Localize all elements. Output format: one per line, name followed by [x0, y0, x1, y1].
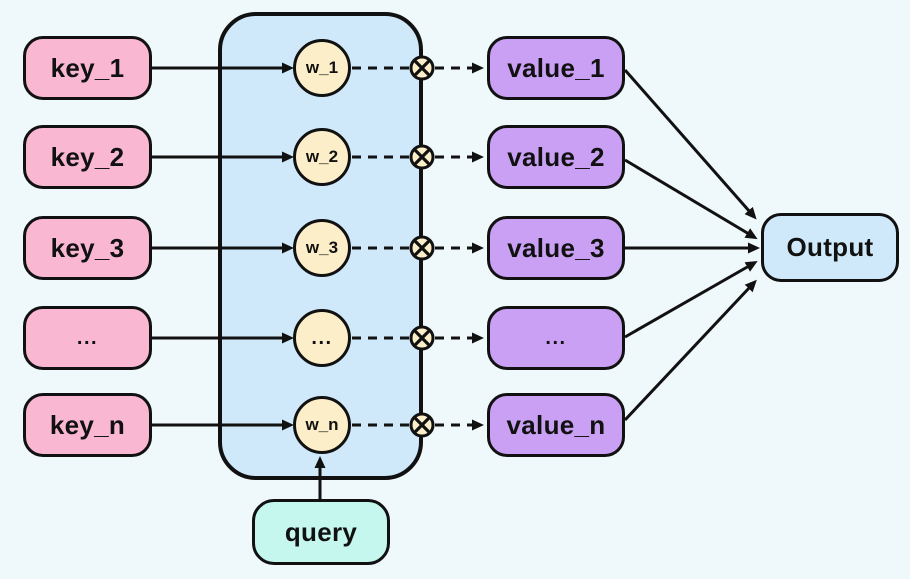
arrow-value2-to-output	[624, 158, 758, 240]
weight-ellipsis-node: ...	[293, 309, 351, 367]
value-ellipsis-box: ...	[487, 306, 625, 370]
key-3-box: key_3	[23, 216, 152, 280]
arrow-valuen-to-output	[623, 279, 757, 422]
output-box: Output	[761, 213, 899, 282]
key-n-label: key_n	[49, 409, 126, 440]
value-2-box: value_2	[487, 125, 625, 189]
weight-3-node: w_3	[293, 219, 351, 277]
value-ellipsis-label: ...	[545, 326, 567, 349]
query-label: query	[284, 516, 358, 547]
value-2-label: value_2	[507, 141, 605, 172]
value-n-label: value_n	[506, 409, 606, 440]
arrow-valuedots-to-output	[624, 261, 758, 339]
value-n-box: value_n	[487, 393, 625, 457]
key-2-box: key_2	[23, 125, 152, 189]
weight-1-label: w_1	[305, 58, 339, 77]
output-label: Output	[786, 232, 874, 262]
key-ellipsis-label: ...	[76, 326, 99, 349]
key-2-label: key_2	[50, 141, 125, 172]
arrow-value1-to-output	[623, 69, 757, 220]
value-3-label: value_3	[507, 232, 605, 263]
value-3-box: value_3	[487, 216, 625, 280]
weight-n-label: w_n	[305, 415, 339, 434]
weight-1-node: w_1	[293, 39, 351, 97]
query-box: query	[252, 499, 390, 565]
key-1-label: key_1	[50, 52, 125, 83]
weight-n-node: w_n	[293, 396, 351, 454]
key-n-box: key_n	[23, 393, 152, 457]
weight-2-node: w_2	[293, 128, 351, 186]
key-3-label: key_3	[50, 232, 125, 263]
weight-2-label: w_2	[305, 147, 339, 166]
key-1-box: key_1	[23, 36, 152, 100]
value-1-box: value_1	[487, 36, 625, 100]
value-1-label: value_1	[507, 52, 605, 83]
key-ellipsis-box: ...	[23, 306, 152, 370]
weight-3-label: w_3	[305, 238, 339, 257]
weight-ellipsis-label: ...	[311, 326, 333, 349]
